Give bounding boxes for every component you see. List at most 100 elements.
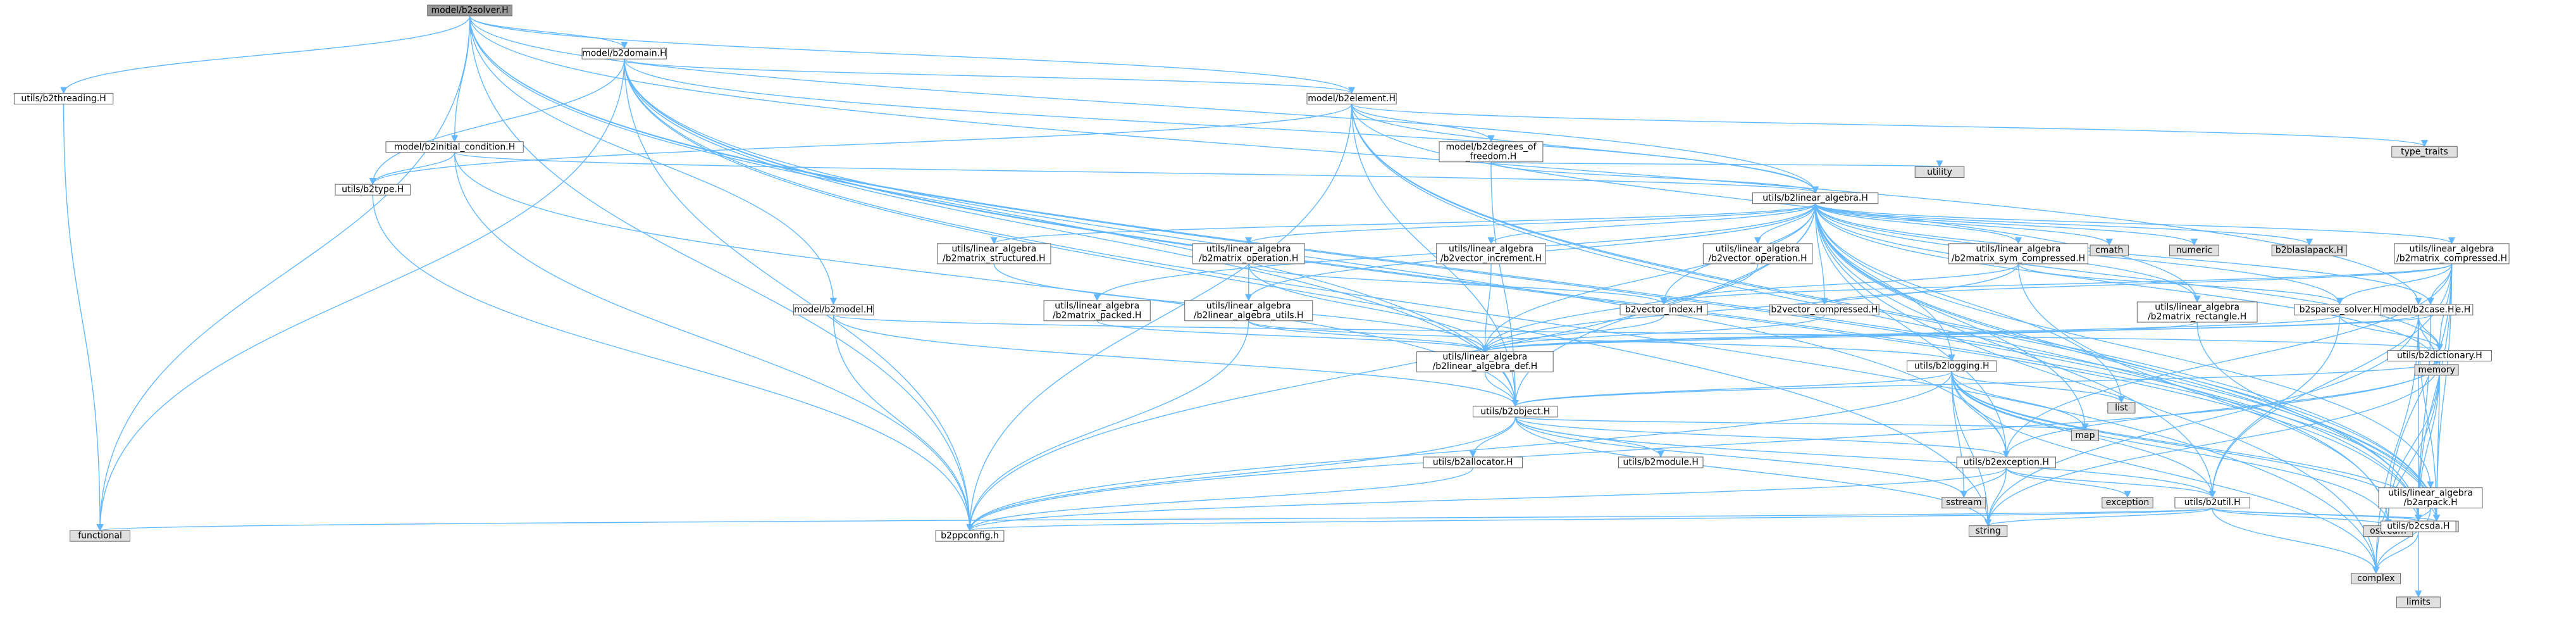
node-box [70, 530, 131, 542]
node-label: utils/b2threading.H [21, 94, 106, 104]
node-complex[interactable]: complex [2351, 573, 2401, 585]
node-box [427, 4, 512, 16]
node-box [1769, 304, 1879, 316]
node-typetraits[interactable]: type_traits [2391, 146, 2458, 158]
node-label: utils/b2linear_algebra.H [1762, 193, 1868, 203]
node-box [2271, 244, 2348, 256]
edge-vinc-to-ladef [1481, 263, 1492, 353]
node-logging[interactable]: utils/b2logging.H [1907, 360, 1997, 372]
node-domain[interactable]: model/b2domain.H [581, 47, 667, 59]
edge-linalg-to-list [1814, 203, 2125, 403]
node-dof[interactable]: model/b2degrees_of_freedom.H [1439, 141, 1544, 163]
node-model[interactable]: model/b2model.H [793, 304, 874, 316]
node-mpacked[interactable]: utils/linear_algebra/b2matrix_packed.H [1043, 300, 1151, 322]
node-stdexception[interactable]: exception [2102, 497, 2153, 509]
edge-solver-to-domain [469, 15, 628, 49]
node-mrect[interactable]: utils/linear_algebra/b2matrix_rectangle.… [2136, 301, 2258, 323]
node-threading[interactable]: utils/b2threading.H [13, 92, 114, 104]
node-initcond[interactable]: model/b2initial_condition.H [385, 141, 524, 153]
node-label: /b2matrix_compressed.H [2396, 253, 2507, 263]
edge-solver-to-vector [469, 15, 2441, 522]
node-numeric[interactable]: numeric [2169, 244, 2219, 256]
node-label: _freedom.H [1465, 151, 1517, 161]
edge-domain-to-csda [624, 59, 2422, 522]
node-label: utils/b2allocator.H [1433, 458, 1513, 468]
edge-mcomp-to-util [2208, 263, 2453, 498]
node-csda[interactable]: utils/b2csda.H [2381, 520, 2456, 532]
node-object[interactable]: utils/b2object.H [1472, 406, 1558, 418]
node-sstream[interactable]: sstream [1941, 497, 1986, 509]
edge-solver-to-functional [96, 15, 471, 532]
edge-dof-to-linalg [1490, 161, 1819, 194]
node-mcomp[interactable]: utils/linear_algebra/b2matrix_compressed… [2394, 243, 2510, 265]
node-box [2136, 301, 2258, 323]
node-module[interactable]: utils/b2module.H [1618, 456, 1704, 468]
node-limits[interactable]: limits [2396, 596, 2441, 608]
node-label: utils/linear_algebra [1206, 301, 1291, 311]
node-label: /b2matrix_packed.H [1053, 310, 1141, 320]
node-box [1306, 92, 1397, 104]
node-vinc[interactable]: utils/linear_algebra/b2vector_increment.… [1436, 243, 1546, 265]
node-vindex[interactable]: b2vector_index.H [1619, 304, 1708, 316]
node-label: utils/linear_algebra [2388, 488, 2473, 498]
node-linalg[interactable]: utils/b2linear_algebra.H [1752, 192, 1879, 204]
edge-element-to-object [1351, 104, 1519, 407]
node-label: utils/linear_algebra [2410, 244, 2494, 254]
node-label: utils/linear_algebra [1206, 244, 1291, 254]
node-map[interactable]: map [2071, 429, 2099, 441]
node-label: model/b2element.H [1308, 94, 1396, 104]
edge-element-to-dof [1351, 104, 1495, 142]
edge-domain-to-ppconfig [624, 59, 974, 532]
node-blaslapack[interactable]: b2blaslapack.H [2271, 244, 2348, 256]
node-msym[interactable]: utils/linear_algebra/b2matrix_sym_compre… [1948, 243, 2088, 265]
node-memory[interactable]: memory [2414, 364, 2459, 376]
node-util[interactable]: utils/b2util.H [2174, 497, 2250, 509]
node-vop[interactable]: utils/linear_algebra/b2vector_operation.… [1702, 243, 1813, 265]
edge-linalg-to-ladef [1481, 203, 1816, 353]
edge-element-to-type [369, 104, 1353, 185]
edge-model-to-dict [833, 315, 2443, 351]
node-list[interactable]: list [2107, 402, 2136, 414]
node-type[interactable]: utils/b2type.H [335, 184, 411, 196]
edge-domain-to-functional [96, 59, 625, 532]
node-exception[interactable]: utils/b2exception.H [1956, 456, 2057, 468]
node-sparse[interactable]: b2sparse_solver.H [2294, 304, 2385, 316]
node-allocator[interactable]: utils/b2allocator.H [1423, 456, 1523, 468]
node-box [2107, 402, 2136, 414]
node-label: string [1976, 526, 2001, 536]
node-arpack[interactable]: utils/linear_algebra/b2arpack.H [2378, 487, 2483, 509]
node-label: b2vector_compressed.H [1771, 304, 1878, 315]
node-string[interactable]: string [1968, 525, 2008, 537]
edge-solver-to-threading [60, 15, 471, 94]
node-vcomp[interactable]: b2vector_compressed.H [1769, 304, 1879, 316]
edge-domain-to-type [369, 59, 625, 185]
edge-msym-to-sparse [2017, 263, 2343, 305]
node-functional[interactable]: functional [70, 530, 131, 542]
node-element[interactable]: model/b2element.H [1306, 92, 1397, 104]
node-box [335, 184, 411, 196]
node-lautils[interactable]: utils/linear_algebra/b2linear_algebra_ut… [1184, 300, 1313, 322]
edge-object-to-sstream [1514, 416, 1967, 498]
node-ladef[interactable]: utils/linear_algebra/b2linear_algebra_de… [1416, 351, 1554, 373]
edge-linalg-to-msym [1814, 203, 2022, 244]
node-box [1948, 243, 2088, 265]
node-utility[interactable]: utility [1914, 166, 1965, 178]
node-mstruct[interactable]: utils/linear_algebra/b2matrix_structured… [937, 243, 1051, 265]
node-box [2169, 244, 2219, 256]
node-ppconfig[interactable]: b2ppconfig.h [935, 530, 1005, 542]
edge-model-to-ppconfig [833, 315, 974, 532]
edge-mpacked-to-ladef [1096, 320, 1489, 353]
node-label: /b2vector_increment.H [1440, 253, 1542, 263]
edge-linalg-to-vcomp [1814, 203, 1828, 305]
node-cmath[interactable]: cmath [2090, 244, 2129, 256]
edge-arpack-to-complex [2372, 508, 2431, 574]
edge-threading-to-functional [63, 104, 104, 532]
edge-solver-to-model [469, 15, 837, 305]
node-case[interactable]: model/b2case.H [2381, 304, 2456, 316]
node-mop[interactable]: utils/linear_algebra/b2matrix_operation.… [1192, 243, 1305, 265]
edge-util-to-ostream [2212, 508, 2392, 527]
node-solver[interactable]: model/b2solver.H [427, 4, 512, 16]
node-dict[interactable]: utils/b2dictionary.H [2387, 349, 2492, 361]
edge-mop-to-vindex [1248, 263, 1668, 305]
